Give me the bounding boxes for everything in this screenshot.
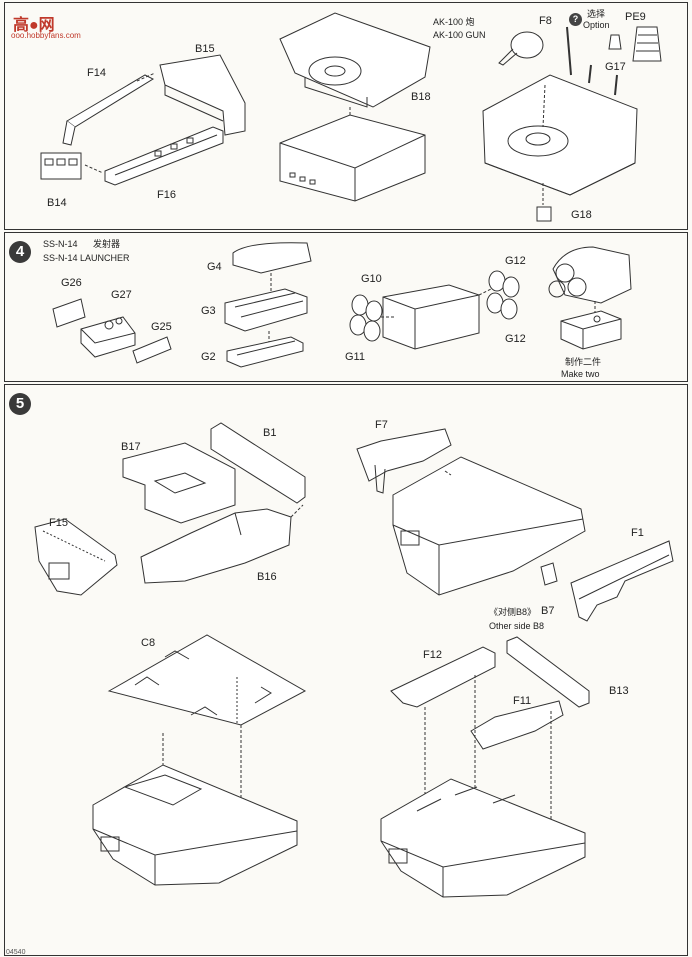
part-label-c8: C8 [141, 637, 156, 649]
page-footer: 04540 [6, 949, 26, 956]
part-label-f16: F16 [157, 189, 176, 201]
part-label-b14: B14 [47, 197, 67, 209]
step-4-title-cn: 发射器 [93, 239, 121, 249]
part-label-f15: F15 [49, 517, 68, 529]
option-label-cn: 选择 [587, 9, 606, 19]
part-label-g11: G11 [345, 351, 365, 363]
make-two-cn: 制作二件 [565, 357, 602, 367]
part-label-g25: G25 [151, 321, 172, 333]
part-label-b1: B1 [263, 427, 277, 439]
step-3-drawing [40, 12, 662, 222]
part-label-g10: G10 [361, 273, 382, 285]
part-label-ak100-cn: AK-100 炮 [433, 17, 475, 27]
part-label-g2: G2 [201, 351, 216, 363]
part-label-b18: B18 [411, 91, 431, 103]
step-3-panel: 高●网 ooo.hobbyfans.com [4, 2, 688, 230]
step-4-panel: 4 SS-N-14 发射器 SS-N-14 LAUNCHER [4, 232, 688, 382]
part-label-f8: F8 [539, 15, 552, 27]
step-5-panel: 5 [4, 384, 688, 956]
part-label-ak100-en: AK-100 GUN [433, 30, 486, 40]
option-label-en: Option [583, 20, 610, 30]
step-4-title-code: SS-N-14 [43, 239, 78, 249]
option-mark-icon: ? [569, 13, 582, 26]
part-label-g17: G17 [605, 61, 626, 73]
part-label-f1: F1 [631, 527, 644, 539]
part-label-g12-bottom: G12 [505, 333, 526, 345]
part-label-f11: F11 [513, 695, 532, 707]
part-label-g18: G18 [571, 209, 592, 221]
step-4-drawing [52, 242, 632, 368]
step-number-4: 4 [9, 241, 31, 263]
part-label-b17: B17 [121, 441, 141, 453]
step-5-drawing [34, 422, 674, 898]
part-label-f7: F7 [375, 419, 388, 431]
step-number-5: 5 [9, 393, 31, 415]
part-label-g27: G27 [111, 289, 132, 301]
part-label-b13: B13 [609, 685, 629, 697]
part-label-g26: G26 [61, 277, 82, 289]
other-side-cn: 《对侧B8》 [489, 607, 537, 617]
part-label-pe9: PE9 [625, 11, 646, 23]
make-two-en: Make two [561, 369, 600, 379]
part-label-g4: G4 [207, 261, 222, 273]
watermark-url: ooo.hobbyfans.com [11, 31, 81, 40]
part-label-f12: F12 [423, 649, 442, 661]
part-label-f14: F14 [87, 67, 106, 79]
other-side-en: Other side B8 [489, 621, 545, 631]
part-label-b16: B16 [257, 571, 277, 583]
watermark-logo: 高●网 [13, 17, 55, 34]
part-label-b15: B15 [195, 43, 215, 55]
part-label-b7: B7 [541, 605, 555, 617]
step-4-title-en: SS-N-14 LAUNCHER [43, 253, 130, 263]
part-label-g12-top: G12 [505, 255, 526, 267]
part-label-g3: G3 [201, 305, 216, 317]
